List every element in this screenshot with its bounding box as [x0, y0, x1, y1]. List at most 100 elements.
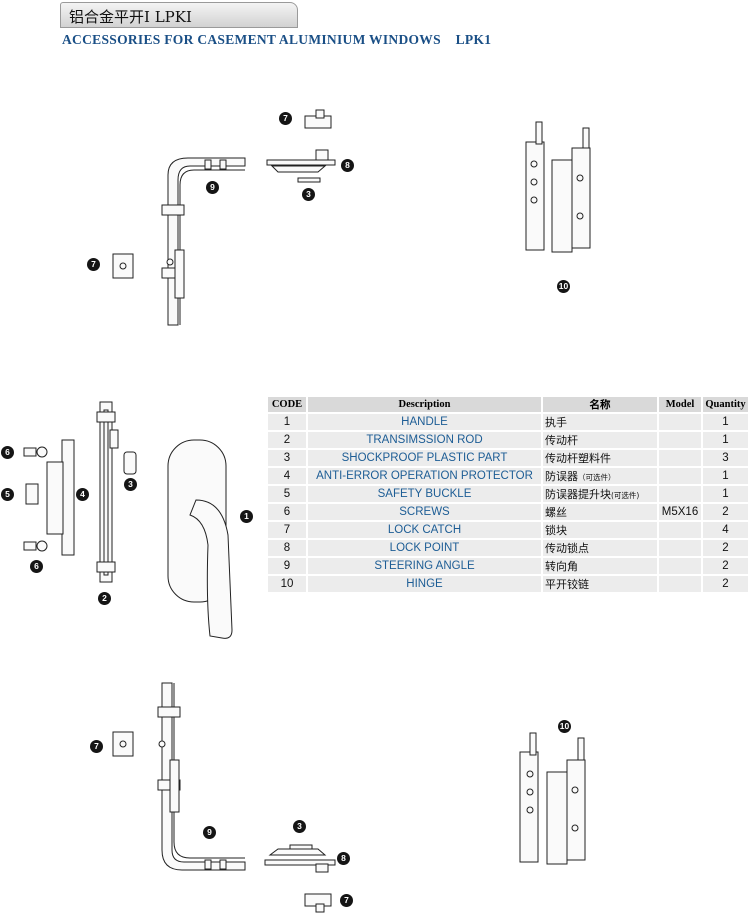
- cell-code-text: 8: [283, 542, 291, 554]
- cell-cn-name: 执手: [543, 414, 657, 430]
- cell-model: [659, 522, 701, 538]
- cell-code: 10: [268, 576, 306, 592]
- cell-description: SHOCKPROOF PLASTIC PART: [308, 450, 541, 466]
- cell-quantity: 2: [703, 504, 748, 520]
- callout-lock-catch: 7: [340, 894, 353, 907]
- cell-code-text: 5: [283, 488, 291, 500]
- lock-catch-bottom-1: [112, 731, 134, 757]
- callout-steering-angle: 9: [206, 181, 219, 194]
- cell-model: [659, 432, 701, 448]
- screw-top: [23, 446, 48, 458]
- cell-quantity: 2: [703, 576, 748, 592]
- lock-catch-bottom-2: [304, 893, 332, 913]
- cell-code: 8: [268, 540, 306, 556]
- cell-quantity-text: 1: [722, 434, 729, 446]
- cell-quantity: 2: [703, 540, 748, 556]
- callout-safety-buckle: 5: [1, 488, 14, 501]
- cell-code: 6: [268, 504, 306, 520]
- cell-description-text: HANDLE: [401, 416, 448, 428]
- col-header-description: Description: [308, 397, 541, 412]
- cell-description-text: SAFETY BUCKLE: [377, 488, 472, 500]
- safety-buckle: [25, 483, 39, 505]
- callout-shockproof-part: 3: [293, 820, 306, 833]
- cell-cn-name-text: 防误器: [545, 470, 578, 483]
- cell-description: TRANSIMSSION ROD: [308, 432, 541, 448]
- callout-lock-catch: 7: [90, 740, 103, 753]
- cell-cn-name-text: 螺丝: [545, 506, 567, 519]
- cell-description-text: STEERING ANGLE: [374, 560, 475, 572]
- col-header-code: CODE: [268, 397, 306, 412]
- table-row: 5 SAFETY BUCKLE 防误器提升块(可选件) 1: [268, 486, 748, 502]
- cell-quantity-text: 2: [722, 506, 729, 518]
- callout-anti-error-protector: 4: [76, 488, 89, 501]
- callout-screws: 6: [1, 446, 14, 459]
- screw-bottom: [23, 540, 48, 552]
- header-tab: 铝合金平开Ⅰ LPKⅠ: [60, 2, 298, 28]
- table-row: 4 ANTI-ERROR OPERATION PROTECTOR 防误器（可选件） 1: [268, 468, 748, 484]
- cell-cn-name: 锁块: [543, 522, 657, 538]
- cell-quantity-text: 2: [722, 578, 729, 590]
- transmission-rod: [96, 401, 119, 583]
- cell-code-text: 6: [283, 506, 291, 518]
- cell-code-text: 9: [283, 560, 291, 572]
- cell-description: HANDLE: [308, 414, 541, 430]
- cell-description-text: TRANSIMSSION ROD: [366, 434, 483, 446]
- cell-cn-note: (可选件): [611, 491, 640, 500]
- handle: [167, 439, 233, 639]
- cell-model: [659, 414, 701, 430]
- cell-cn-name: 螺丝: [543, 504, 657, 520]
- callout-hinge: 10: [557, 280, 570, 293]
- callout-shockproof-part: 3: [124, 478, 137, 491]
- callout-lock-point: 8: [337, 852, 350, 865]
- cell-cn-name: 防误器提升块(可选件): [543, 486, 657, 502]
- cell-code: 4: [268, 468, 306, 484]
- cell-description: ANTI-ERROR OPERATION PROTECTOR: [308, 468, 541, 484]
- callout-lock-point: 8: [341, 159, 354, 172]
- cell-model: [659, 450, 701, 466]
- cell-cn-name-text: 传动锁点: [545, 542, 589, 555]
- lock-point-bottom: [264, 848, 336, 873]
- cell-cn-name: 平开铰链: [543, 576, 657, 592]
- col-header-cn-name: 名称: [543, 397, 657, 412]
- cell-cn-name: 防误器（可选件）: [543, 468, 657, 484]
- parts-table: CODE Description 名称 Model Quantity 1 HAND…: [266, 395, 750, 594]
- cell-cn-name-text: 传动杆塑料件: [545, 452, 611, 465]
- callout-handle: 1: [240, 510, 253, 523]
- cell-code: 3: [268, 450, 306, 466]
- cell-description-text: SCREWS: [399, 506, 450, 518]
- cell-cn-name: 传动锁点: [543, 540, 657, 556]
- cell-code: 2: [268, 432, 306, 448]
- table-header-row: CODE Description 名称 Model Quantity: [268, 397, 748, 412]
- cell-cn-name: 转向角: [543, 558, 657, 574]
- steering-angle-bottom: [157, 682, 246, 871]
- cell-cn-name-text: 平开铰链: [545, 578, 589, 591]
- table-row: 7 LOCK CATCH 锁块 4: [268, 522, 748, 538]
- cell-quantity-text: 1: [722, 488, 729, 500]
- cell-description-text: ANTI-ERROR OPERATION PROTECTOR: [316, 470, 533, 482]
- cell-quantity-text: 3: [722, 452, 729, 464]
- cell-code: 5: [268, 486, 306, 502]
- cell-quantity: 4: [703, 522, 748, 538]
- cell-quantity-text: 4: [722, 524, 729, 536]
- cell-quantity-text: 1: [722, 470, 729, 482]
- callout-steering-angle: 9: [203, 826, 216, 839]
- anti-error-protector: [46, 439, 75, 556]
- cell-cn-name-text: 转向角: [545, 560, 578, 573]
- cell-description: HINGE: [308, 576, 541, 592]
- lock-catch-top-1: [304, 109, 332, 129]
- cell-cn-name: 传动杆: [543, 432, 657, 448]
- cell-quantity: 1: [703, 414, 748, 430]
- cell-description-text: LOCK CATCH: [387, 524, 462, 536]
- cell-quantity: 3: [703, 450, 748, 466]
- cell-code-text: 2: [283, 434, 291, 446]
- page-subtitle: ACCESSORIES FOR CASEMENT ALUMINIUM WINDO…: [62, 32, 492, 47]
- cell-description-text: LOCK POINT: [389, 542, 460, 554]
- cell-cn-name-text: 执手: [545, 416, 567, 429]
- hinge-bottom: [519, 732, 586, 865]
- cell-description: LOCK CATCH: [308, 522, 541, 538]
- table-row: 2 TRANSIMSSION ROD 传动杆 1: [268, 432, 748, 448]
- cell-code-text: 7: [283, 524, 291, 536]
- cell-description: SCREWS: [308, 504, 541, 520]
